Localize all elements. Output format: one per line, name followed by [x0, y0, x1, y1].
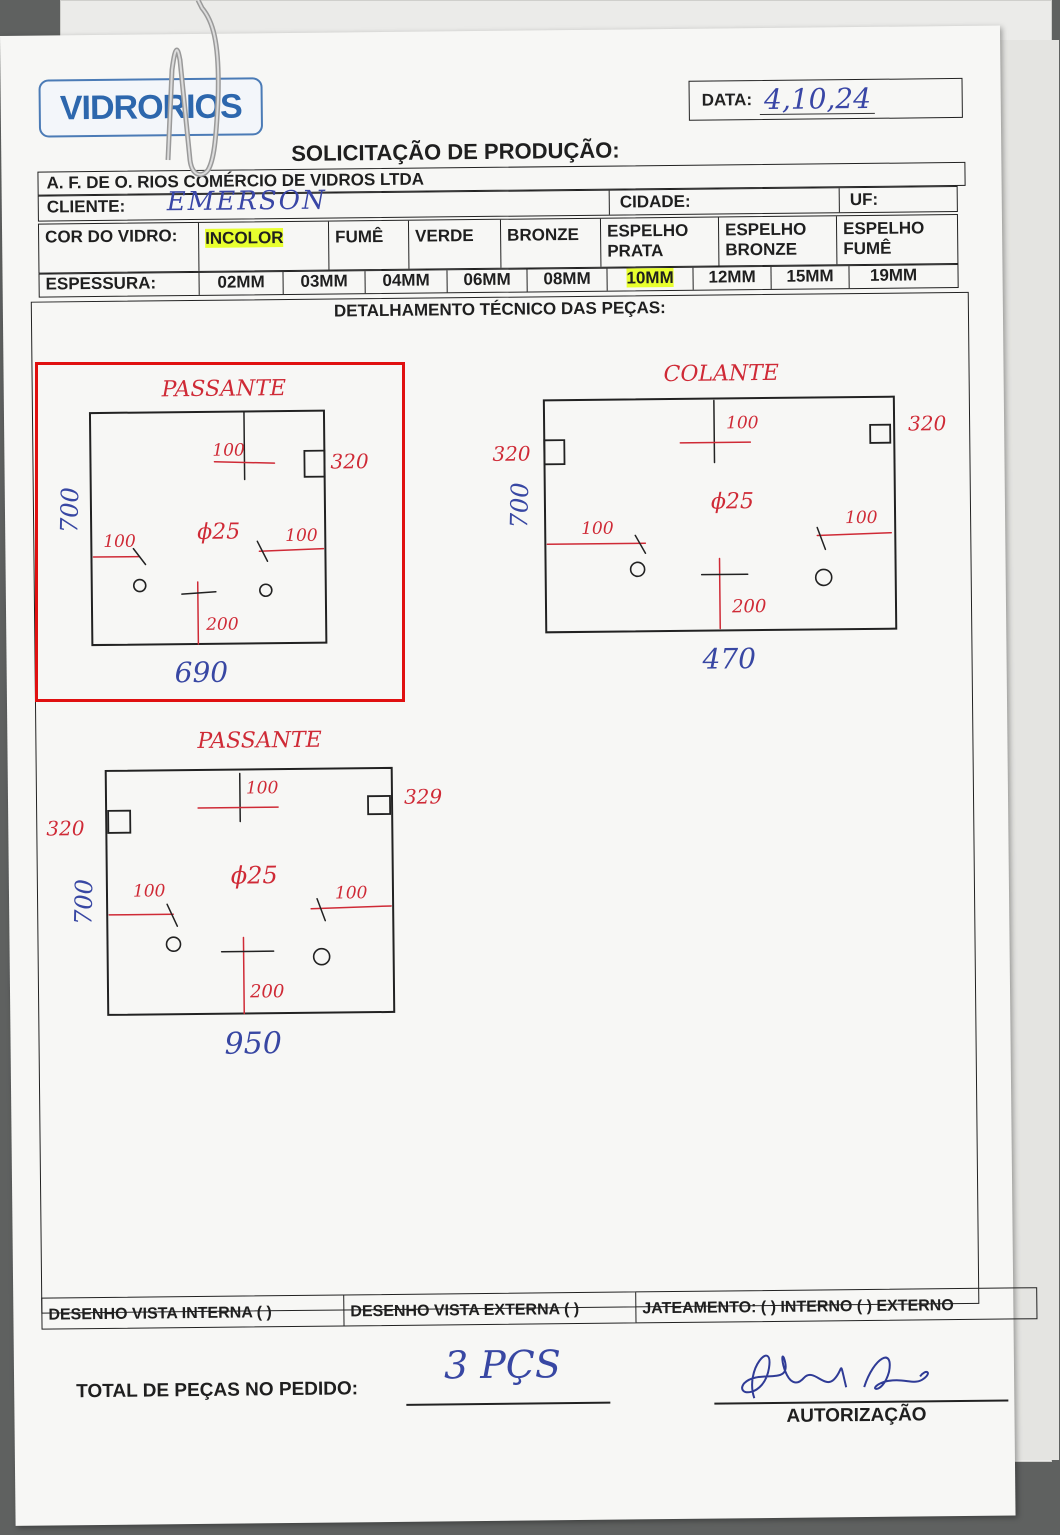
signature	[741, 1354, 929, 1399]
dimension-label: 100	[726, 413, 759, 433]
dimension-label: 320	[46, 816, 85, 840]
drill-hole	[165, 936, 182, 953]
drawing-2: COLANTE 100 320 320 700 ϕ25 100 100 200 …	[492, 361, 947, 676]
authorization-label: AUTORIZAÇÃO	[786, 1404, 927, 1427]
hinge-notch	[367, 795, 392, 816]
production-request-form: VIDRORIOS DATA: 4,10,24 SOLICITAÇÃO DE P…	[0, 25, 1038, 1526]
dimension-label: 320	[492, 441, 531, 465]
paper-clip	[165, 0, 221, 178]
dimension-label: 100	[285, 526, 318, 546]
hinge-notch	[303, 449, 326, 478]
dimension-label: 200	[731, 596, 767, 617]
glass-piece-outline	[542, 395, 898, 634]
drill-hole	[312, 947, 331, 966]
width-label: 690	[175, 656, 229, 690]
dimension-label: 329	[404, 784, 443, 808]
drawing-2-label: COLANTE	[663, 361, 779, 387]
dimension-label: 100	[335, 883, 368, 903]
dimension-label: 100	[246, 778, 279, 798]
hole-diameter: ϕ25	[231, 861, 278, 889]
dimension-label: 200	[249, 981, 285, 1002]
dimension-label: 100	[581, 519, 614, 539]
height-label: 700	[55, 487, 84, 533]
hinge-notch	[869, 423, 892, 444]
hinge-notch	[543, 439, 566, 466]
drawing-1: PASSANTE 100 320 700 100 ϕ25 100 200 690	[55, 376, 369, 690]
glass-piece-outline	[104, 766, 396, 1016]
drawing-3: PASSANTE 100 320 329 700 100 ϕ25 100 200…	[46, 728, 443, 1062]
total-pieces-label: TOTAL DE PEÇAS NO PEDIDO:	[76, 1378, 359, 1403]
hole-diameter: ϕ25	[197, 520, 240, 545]
hole-diameter: ϕ25	[711, 489, 754, 514]
total-pieces-value[interactable]: 3 PÇS	[443, 1342, 562, 1388]
external-view-option[interactable]: DESENHO VISTA EXTERNA ( )	[344, 1292, 637, 1326]
internal-view-option[interactable]: DESENHO VISTA INTERNA ( )	[42, 1295, 345, 1329]
dimension-label: 200	[205, 615, 239, 635]
dimension-label: 100	[133, 881, 166, 901]
height-label: 700	[69, 879, 98, 925]
glass-piece-outline	[88, 409, 328, 647]
drill-hole	[814, 568, 833, 587]
dimension-label: 320	[330, 449, 369, 473]
hinge-notch	[107, 809, 132, 834]
dimension-label: 100	[212, 440, 245, 460]
width-label: 950	[224, 1026, 282, 1062]
drill-hole	[259, 583, 273, 598]
height-label: 700	[505, 482, 534, 528]
dimension-label: 320	[908, 411, 947, 435]
drill-hole	[629, 561, 646, 578]
drawing-3-label: PASSANTE	[196, 728, 322, 754]
dimension-label: 100	[103, 532, 136, 552]
technical-drawings: PASSANTE 100 320 700 100 ϕ25 100 200 690…	[46, 361, 947, 1062]
annotation-highlight-box	[35, 362, 405, 702]
sandblast-option[interactable]: JATEAMENTO: ( ) INTERNO ( ) EXTERNO	[642, 1297, 954, 1318]
total-pieces-line	[406, 1401, 611, 1406]
dimension-label: 100	[845, 508, 878, 528]
drill-hole	[132, 578, 147, 593]
drawing-1-label: PASSANTE	[161, 376, 287, 402]
width-label: 470	[701, 642, 756, 676]
